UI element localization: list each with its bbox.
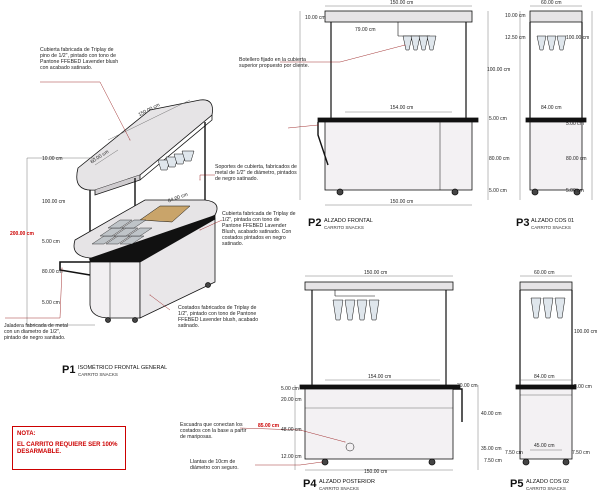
dim-p5-side2: 7.50 cm (572, 450, 590, 456)
view-sub-p1: CARRITO SNACKS (78, 372, 118, 377)
dim-p2-roof: 10.00 cm (305, 15, 326, 21)
view-title-p5: ALZADO COS 02 (526, 479, 570, 485)
note-supports: Soportes de cubierta, fabricados de meta… (215, 164, 297, 182)
dim-p4-mid: 154.00 cm (368, 374, 392, 380)
front-dim-lines (299, 5, 489, 206)
warning-text: EL CARRITO REQUIERE SER 100% DESARMABLE. (17, 442, 118, 455)
dim-iso-counter: 5.00 cm (42, 239, 60, 245)
dim-p4-d: 40.00 cm (481, 411, 502, 417)
dim-p3-body: 80.00 cm (566, 156, 587, 162)
note-wheels: Llantas de 10cm de diámetro con seguro. (190, 459, 239, 471)
dim-p2-bottom: 150.00 cm (390, 199, 414, 205)
note-bracket: Escuadra que conectan los costados con l… (180, 422, 247, 440)
dim-p2-base: 5.00 cm (489, 188, 507, 194)
iso-glasses (157, 150, 195, 171)
note-handle: Jaladera fabricada de metal con un diame… (4, 323, 69, 341)
dim-p5-mid: 84.00 cm (534, 374, 555, 380)
front-view (317, 10, 479, 196)
dim-p5-post: 100.00 cm (574, 329, 598, 335)
dim-p2-mid: 154.00 cm (390, 105, 414, 111)
view-title-p2: ALZADO FRONTAL (324, 218, 373, 224)
warning-title: NOTA: (17, 431, 36, 437)
dim-p4-counter: 5.00 cm (281, 386, 299, 392)
dim-iso-post: 100.00 cm (42, 199, 66, 205)
note-sides: Costados fabricados de Triplay de 1/2", … (178, 305, 259, 329)
view-title-p4: ALZADO POSTERIOR (319, 479, 375, 485)
dim-p2-counter: 5.00 cm (489, 116, 507, 122)
view-sub-p2: CARRITO SNACKS (324, 225, 364, 230)
view-num-p1: P1 (62, 364, 76, 376)
view-num-p3: P3 (516, 217, 530, 229)
view-title-p3: ALZADO COS 01 (531, 218, 575, 224)
side01-view (525, 10, 587, 196)
view-sub-p4: CARRITO SNACKS (319, 486, 359, 491)
view-num-p4: P4 (303, 478, 317, 490)
dim-p4-red: 85.00 cm (258, 423, 280, 429)
view-title-p1: ISOMÉTRICO FRONTAL GENERAL (78, 365, 168, 371)
dim-p3-counter: 5.00 cm (566, 121, 584, 127)
dim-p2-bottle: 79.00 cm (355, 27, 376, 33)
view-sub-p5: CARRITO SNACKS (526, 486, 566, 491)
dim-p5-side1: 7.50 cm (505, 450, 523, 456)
dim-p3-mid: 84.00 cm (541, 105, 562, 111)
dim-p4-a: 20.00 cm (281, 397, 302, 403)
note-roof: Cubierta fabricada de Triplay de pino de… (40, 47, 119, 71)
dim-p4-bottom: 150.00 cm (364, 469, 388, 475)
view-num-p2: P2 (308, 217, 322, 229)
iso-dim-lines (26, 99, 191, 326)
dim-p4-handle: 30.00 cm (457, 383, 478, 389)
iso-view (59, 99, 218, 323)
dim-p2-post: 100.00 cm (487, 67, 511, 73)
dim-p3-roof: 10.00 cm (505, 13, 526, 19)
dim-p3-gap: 12.50 cm (505, 35, 526, 41)
dim-p5-top: 60.00 cm (534, 270, 555, 276)
side02-view (515, 281, 577, 466)
dim-p5-counter: 5.00 cm (574, 384, 592, 390)
dim-iso-body: 80.00 cm (42, 269, 63, 275)
rear-view (299, 281, 463, 466)
dim-p3-top: 60.00 cm (541, 0, 562, 6)
iso-leaders (5, 81, 223, 319)
dim-p4-c: 12.00 cm (281, 454, 302, 460)
view-sub-p3: CARRITO SNACKS (531, 225, 571, 230)
dim-iso-base: 5.00 cm (42, 300, 60, 306)
dim-p4-b: 48.00 cm (281, 427, 302, 433)
dim-p4-top: 150.00 cm (364, 270, 388, 276)
iso-bins (91, 219, 153, 245)
view-num-p5: P5 (510, 478, 524, 490)
dim-iso-top: 10.00 cm (42, 156, 63, 162)
dim-p3-post: 100.00 cm (566, 35, 590, 41)
dim-p3-base: 5.00 cm (566, 188, 584, 194)
dim-p4-e: 35.00 cm (481, 446, 502, 452)
iso-body (89, 261, 141, 319)
note-counter: Cubierta fabricada de Triplay de 1/2", p… (222, 211, 296, 247)
warning-box: NOTA: EL CARRITO REQUIERE SER 100% DESAR… (12, 426, 126, 470)
dim-iso-total: 200.00 cm (10, 231, 34, 237)
note-bottle: Botellero fijado en la cubierta superior… (239, 57, 310, 69)
dim-p5-inner: 45.00 cm (534, 443, 555, 449)
dim-p2-top: 150.00 cm (390, 0, 414, 6)
dim-p2-body: 80.00 cm (489, 156, 510, 162)
dim-p4-f: 7.50 cm (484, 458, 502, 464)
